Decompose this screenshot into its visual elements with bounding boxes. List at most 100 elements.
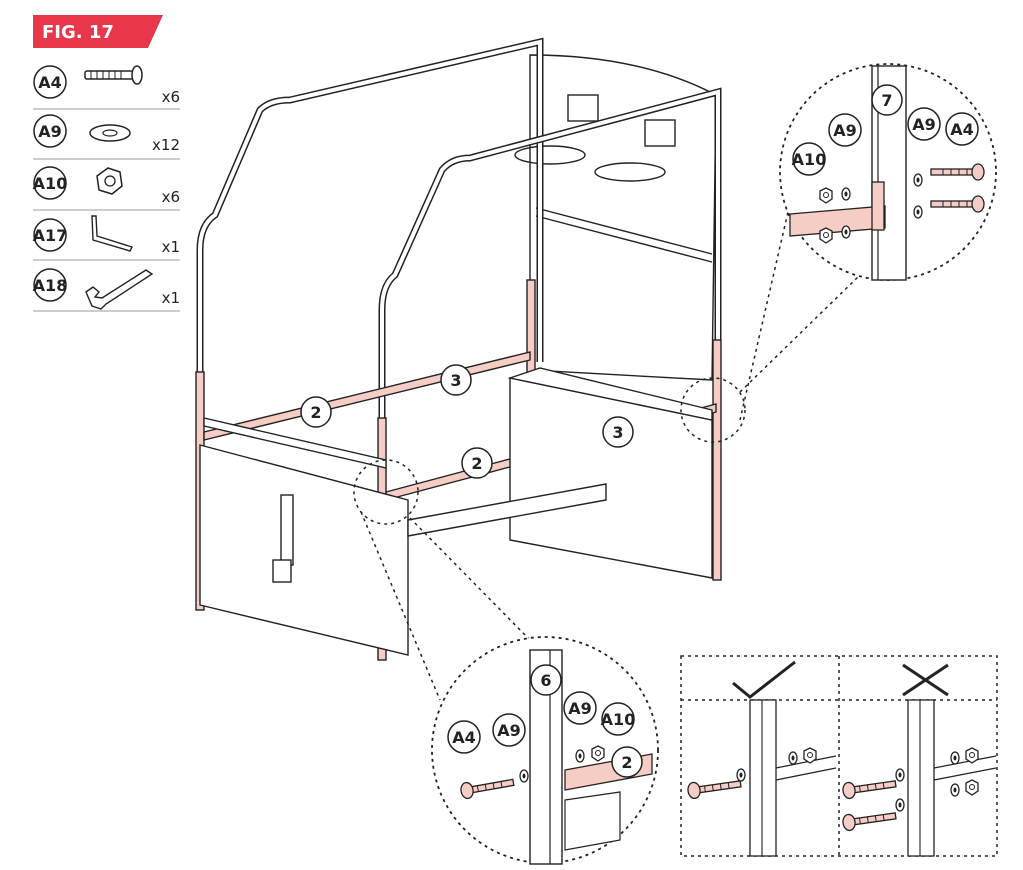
incorrect-example bbox=[841, 699, 997, 857]
back-crossbar bbox=[535, 207, 713, 255]
side-rail-highlight bbox=[203, 351, 531, 441]
part-callout: 3 bbox=[602, 416, 634, 448]
front-base-panel bbox=[199, 444, 409, 656]
parts-list-item: A10 x6 bbox=[33, 166, 180, 206]
callout-number: 3 bbox=[450, 371, 461, 390]
washer-icon bbox=[841, 225, 851, 239]
part-label: A9 bbox=[563, 691, 597, 725]
figure-label-background bbox=[33, 15, 163, 48]
part-callout: 2 bbox=[461, 447, 493, 479]
part-label-text: A4 bbox=[452, 728, 476, 747]
panel-slot bbox=[280, 494, 294, 566]
hoop bbox=[514, 145, 586, 165]
detail-bottom: 6 2 A4 A9 A9 A10 bbox=[431, 636, 659, 865]
washer-icon bbox=[89, 124, 131, 142]
detail-top-rail-highlight bbox=[789, 205, 886, 237]
part-label-text: A9 bbox=[497, 721, 521, 740]
back-crossbar bbox=[535, 215, 713, 263]
part-quantity: x1 bbox=[162, 289, 180, 307]
zoom-indicators bbox=[353, 94, 861, 701]
callout-number: 2 bbox=[621, 753, 632, 772]
hex-nut-icon bbox=[591, 745, 605, 762]
washer-icon bbox=[895, 798, 905, 812]
correct-example bbox=[686, 699, 837, 857]
floor-board bbox=[407, 483, 607, 537]
zoom-indicator-circle bbox=[680, 377, 746, 443]
washer-icon bbox=[913, 173, 923, 187]
part-id: A4 bbox=[38, 73, 62, 92]
part-label: A4 bbox=[447, 720, 481, 754]
detail-top-bracket bbox=[871, 181, 885, 231]
back-base-panel-top bbox=[507, 367, 713, 421]
part-label: A9 bbox=[907, 107, 941, 141]
callout-number: 2 bbox=[310, 403, 321, 422]
part-id: A10 bbox=[33, 174, 68, 193]
washer-icon bbox=[519, 769, 529, 783]
washer-icon bbox=[841, 187, 851, 201]
callout-number: 2 bbox=[471, 454, 482, 473]
figure-label: FIG. 17 bbox=[33, 15, 163, 48]
comparison-panel bbox=[680, 655, 998, 857]
wrench-icon bbox=[85, 269, 154, 310]
detail-bottom-panel bbox=[564, 791, 621, 851]
part-id: A9 bbox=[38, 122, 62, 141]
hoop bbox=[594, 162, 666, 182]
panel-block bbox=[272, 559, 292, 583]
part-id-badge bbox=[33, 114, 67, 148]
hex-nut-icon bbox=[803, 747, 817, 764]
hex-nut-icon bbox=[819, 187, 833, 204]
washer-icon bbox=[913, 205, 923, 219]
washer-icon bbox=[788, 751, 798, 765]
part-quantity: x6 bbox=[162, 188, 180, 206]
hex-nut-icon bbox=[965, 779, 979, 796]
hex-nut-icon bbox=[96, 167, 123, 195]
callout-number: 6 bbox=[540, 671, 551, 690]
backboard-window bbox=[644, 119, 676, 147]
part-id: A17 bbox=[33, 226, 68, 245]
backboard-window bbox=[567, 94, 599, 122]
hex-nut-icon bbox=[819, 227, 833, 244]
callout-number: 7 bbox=[881, 91, 892, 110]
detail-top: 7 A10 A9 A9 A4 bbox=[779, 63, 997, 281]
part-label-text: A10 bbox=[792, 150, 827, 169]
parts-list-item: A17 x1 bbox=[33, 215, 180, 256]
zoom-indicator-circle bbox=[353, 459, 419, 525]
backboard bbox=[529, 54, 717, 381]
part-label-text: A10 bbox=[601, 710, 636, 729]
part-label-text: A9 bbox=[568, 699, 592, 718]
part-label: A10 bbox=[601, 702, 636, 736]
left-arch-frame-inner bbox=[198, 39, 542, 410]
parts-list-item: A4 x6 bbox=[33, 65, 180, 106]
bolt-icon bbox=[84, 65, 143, 85]
part-quantity: x6 bbox=[162, 88, 180, 106]
hex-nut-icon bbox=[965, 747, 979, 764]
part-id-badge bbox=[33, 166, 67, 200]
part-callout: 2 bbox=[300, 396, 332, 428]
allen-key-icon bbox=[91, 215, 133, 252]
part-quantity: x1 bbox=[162, 238, 180, 256]
left-arch-frame bbox=[196, 37, 544, 410]
part-id-badge bbox=[33, 268, 67, 302]
cross-icon bbox=[902, 663, 949, 697]
leader-line bbox=[409, 517, 531, 641]
part-label-text: A9 bbox=[912, 115, 936, 134]
leader-line bbox=[360, 511, 441, 701]
right-arch-frame-inner bbox=[380, 89, 720, 460]
part-callout: 2 bbox=[611, 746, 643, 778]
part-label-text: A4 bbox=[950, 120, 974, 139]
part-label: A4 bbox=[945, 112, 979, 146]
parts-list: A4 x6 A9 x12 A10 x6 A17 bbox=[33, 65, 180, 312]
washer-icon bbox=[575, 749, 585, 763]
figure-label-text: FIG. 17 bbox=[42, 22, 114, 43]
part-callout: 7 bbox=[871, 84, 903, 116]
part-callout: 6 bbox=[530, 664, 562, 696]
part-label: A9 bbox=[828, 113, 862, 147]
parts-list-item: A18 x1 bbox=[33, 268, 180, 310]
main-illustration bbox=[195, 37, 722, 661]
washer-icon bbox=[736, 768, 746, 782]
checkmark-icon bbox=[732, 660, 796, 699]
washer-icon bbox=[950, 783, 960, 797]
part-callout: 3 bbox=[440, 364, 472, 396]
front-crossbar bbox=[203, 417, 387, 469]
